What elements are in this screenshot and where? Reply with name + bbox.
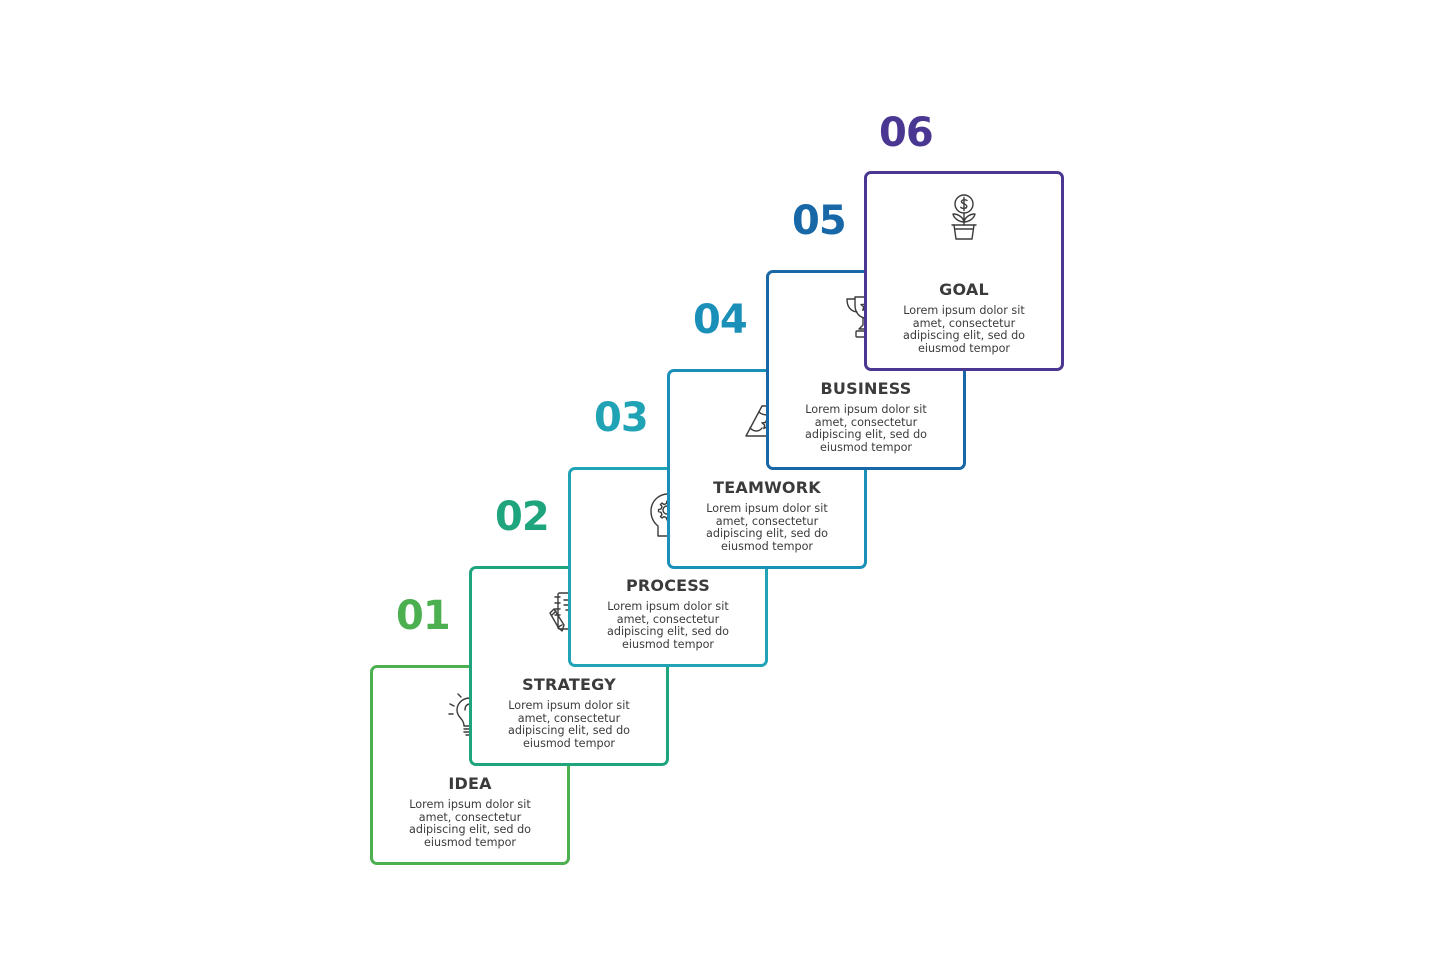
step-title-goal: GOAL: [939, 280, 989, 299]
step-number-4: 04: [693, 297, 748, 343]
step-desc-goal: Lorem ipsum dolor sit amet, consectetur …: [902, 304, 1026, 355]
money-plant-icon: [939, 192, 989, 246]
step-number-2: 02: [495, 494, 550, 540]
step-desc-strategy: Lorem ipsum dolor sit amet, consectetur …: [507, 699, 631, 750]
step-title-idea: IDEA: [448, 774, 492, 793]
step-number-3: 03: [594, 395, 649, 441]
step-desc-teamwork: Lorem ipsum dolor sit amet, consectetur …: [705, 502, 829, 553]
step-title-teamwork: TEAMWORK: [713, 478, 821, 497]
step-desc-business: Lorem ipsum dolor sit amet, consectetur …: [804, 403, 928, 454]
step-desc-process: Lorem ipsum dolor sit amet, consectetur …: [606, 600, 730, 651]
step-number-1: 01: [396, 593, 451, 639]
step-desc-idea: Lorem ipsum dolor sit amet, consectetur …: [408, 798, 532, 849]
step-title-process: PROCESS: [625, 576, 711, 595]
step-box-goal: GOAL Lorem ipsum dolor sit amet, consect…: [864, 171, 1064, 371]
step-number-6: 06: [879, 110, 934, 156]
step-title-strategy: STRATEGY: [522, 675, 616, 694]
step-title-business: BUSINESS: [820, 379, 912, 398]
step-number-5: 05: [792, 198, 847, 244]
